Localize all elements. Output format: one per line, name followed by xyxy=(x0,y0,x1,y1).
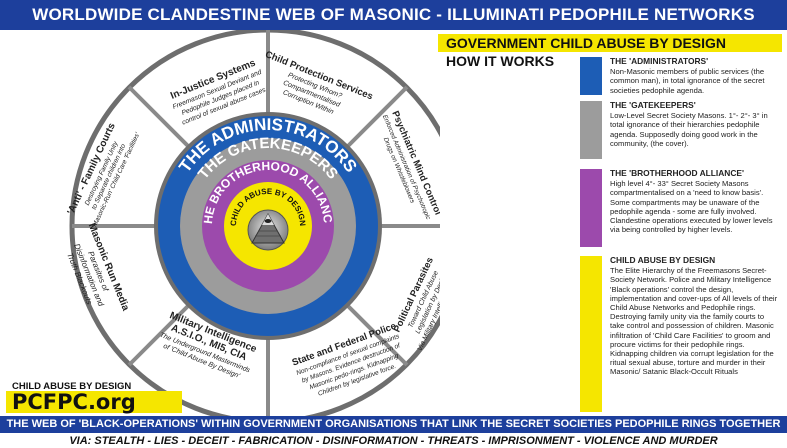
government-title: GOVERNMENT CHILD ABUSE BY DESIGN xyxy=(438,34,782,52)
legend-administrators: THE 'ADMINISTRATORS' Non-Masonic members… xyxy=(610,56,780,95)
legend-swatch-administrators xyxy=(580,57,602,95)
child-abuse-label: CHILD ABUSE BY DESIGN xyxy=(12,381,132,392)
legend-child-abuse: CHILD ABUSE BY DESIGN The Elite Hierarch… xyxy=(610,255,780,377)
legend-title: THE 'BROTHERHOOD ALLIANCE' xyxy=(610,168,744,178)
pyramid-eye-icon xyxy=(247,209,289,251)
legend-title: CHILD ABUSE BY DESIGN xyxy=(610,255,716,265)
legend-swatch-child-abuse xyxy=(580,256,602,412)
ring-diagram: THE ADMINISTRATORS THE GATEKEEPERS THE B… xyxy=(0,30,440,416)
legend-brotherhood: THE 'BROTHERHOOD ALLIANCE' High level 4°… xyxy=(610,168,780,235)
bottom-banner: THE WEB OF 'BLACK-OPERATIONS' WITHIN GOV… xyxy=(0,416,787,433)
legend-desc: The Elite Hierarchy of the Freemasons Se… xyxy=(610,266,778,377)
legend-swatch-brotherhood xyxy=(580,169,602,247)
legend-desc: Non-Masonic members of public services (… xyxy=(610,67,765,95)
how-it-works-title: HOW IT WORKS xyxy=(446,53,555,69)
legend-gatekeepers: THE 'GATEKEEPERS' Low-Level Secret Socie… xyxy=(610,100,780,148)
legend-swatch-gatekeepers xyxy=(580,101,602,159)
legend-desc: High level 4°- 33° Secret Society Masons… xyxy=(610,179,773,235)
via-line: VIA: STEALTH - LIES - DECEIT - FABRICATI… xyxy=(69,435,718,447)
legend-desc: Low-Level Secret Society Masons. 1°- 2°-… xyxy=(610,111,768,148)
legend-title: THE 'ADMINISTRATORS' xyxy=(610,56,709,66)
legend-title: THE 'GATEKEEPERS' xyxy=(610,100,696,110)
top-banner: WORLDWIDE CLANDESTINE WEB OF MASONIC - I… xyxy=(0,0,787,30)
site-logo: PCFPC.org xyxy=(6,391,182,413)
